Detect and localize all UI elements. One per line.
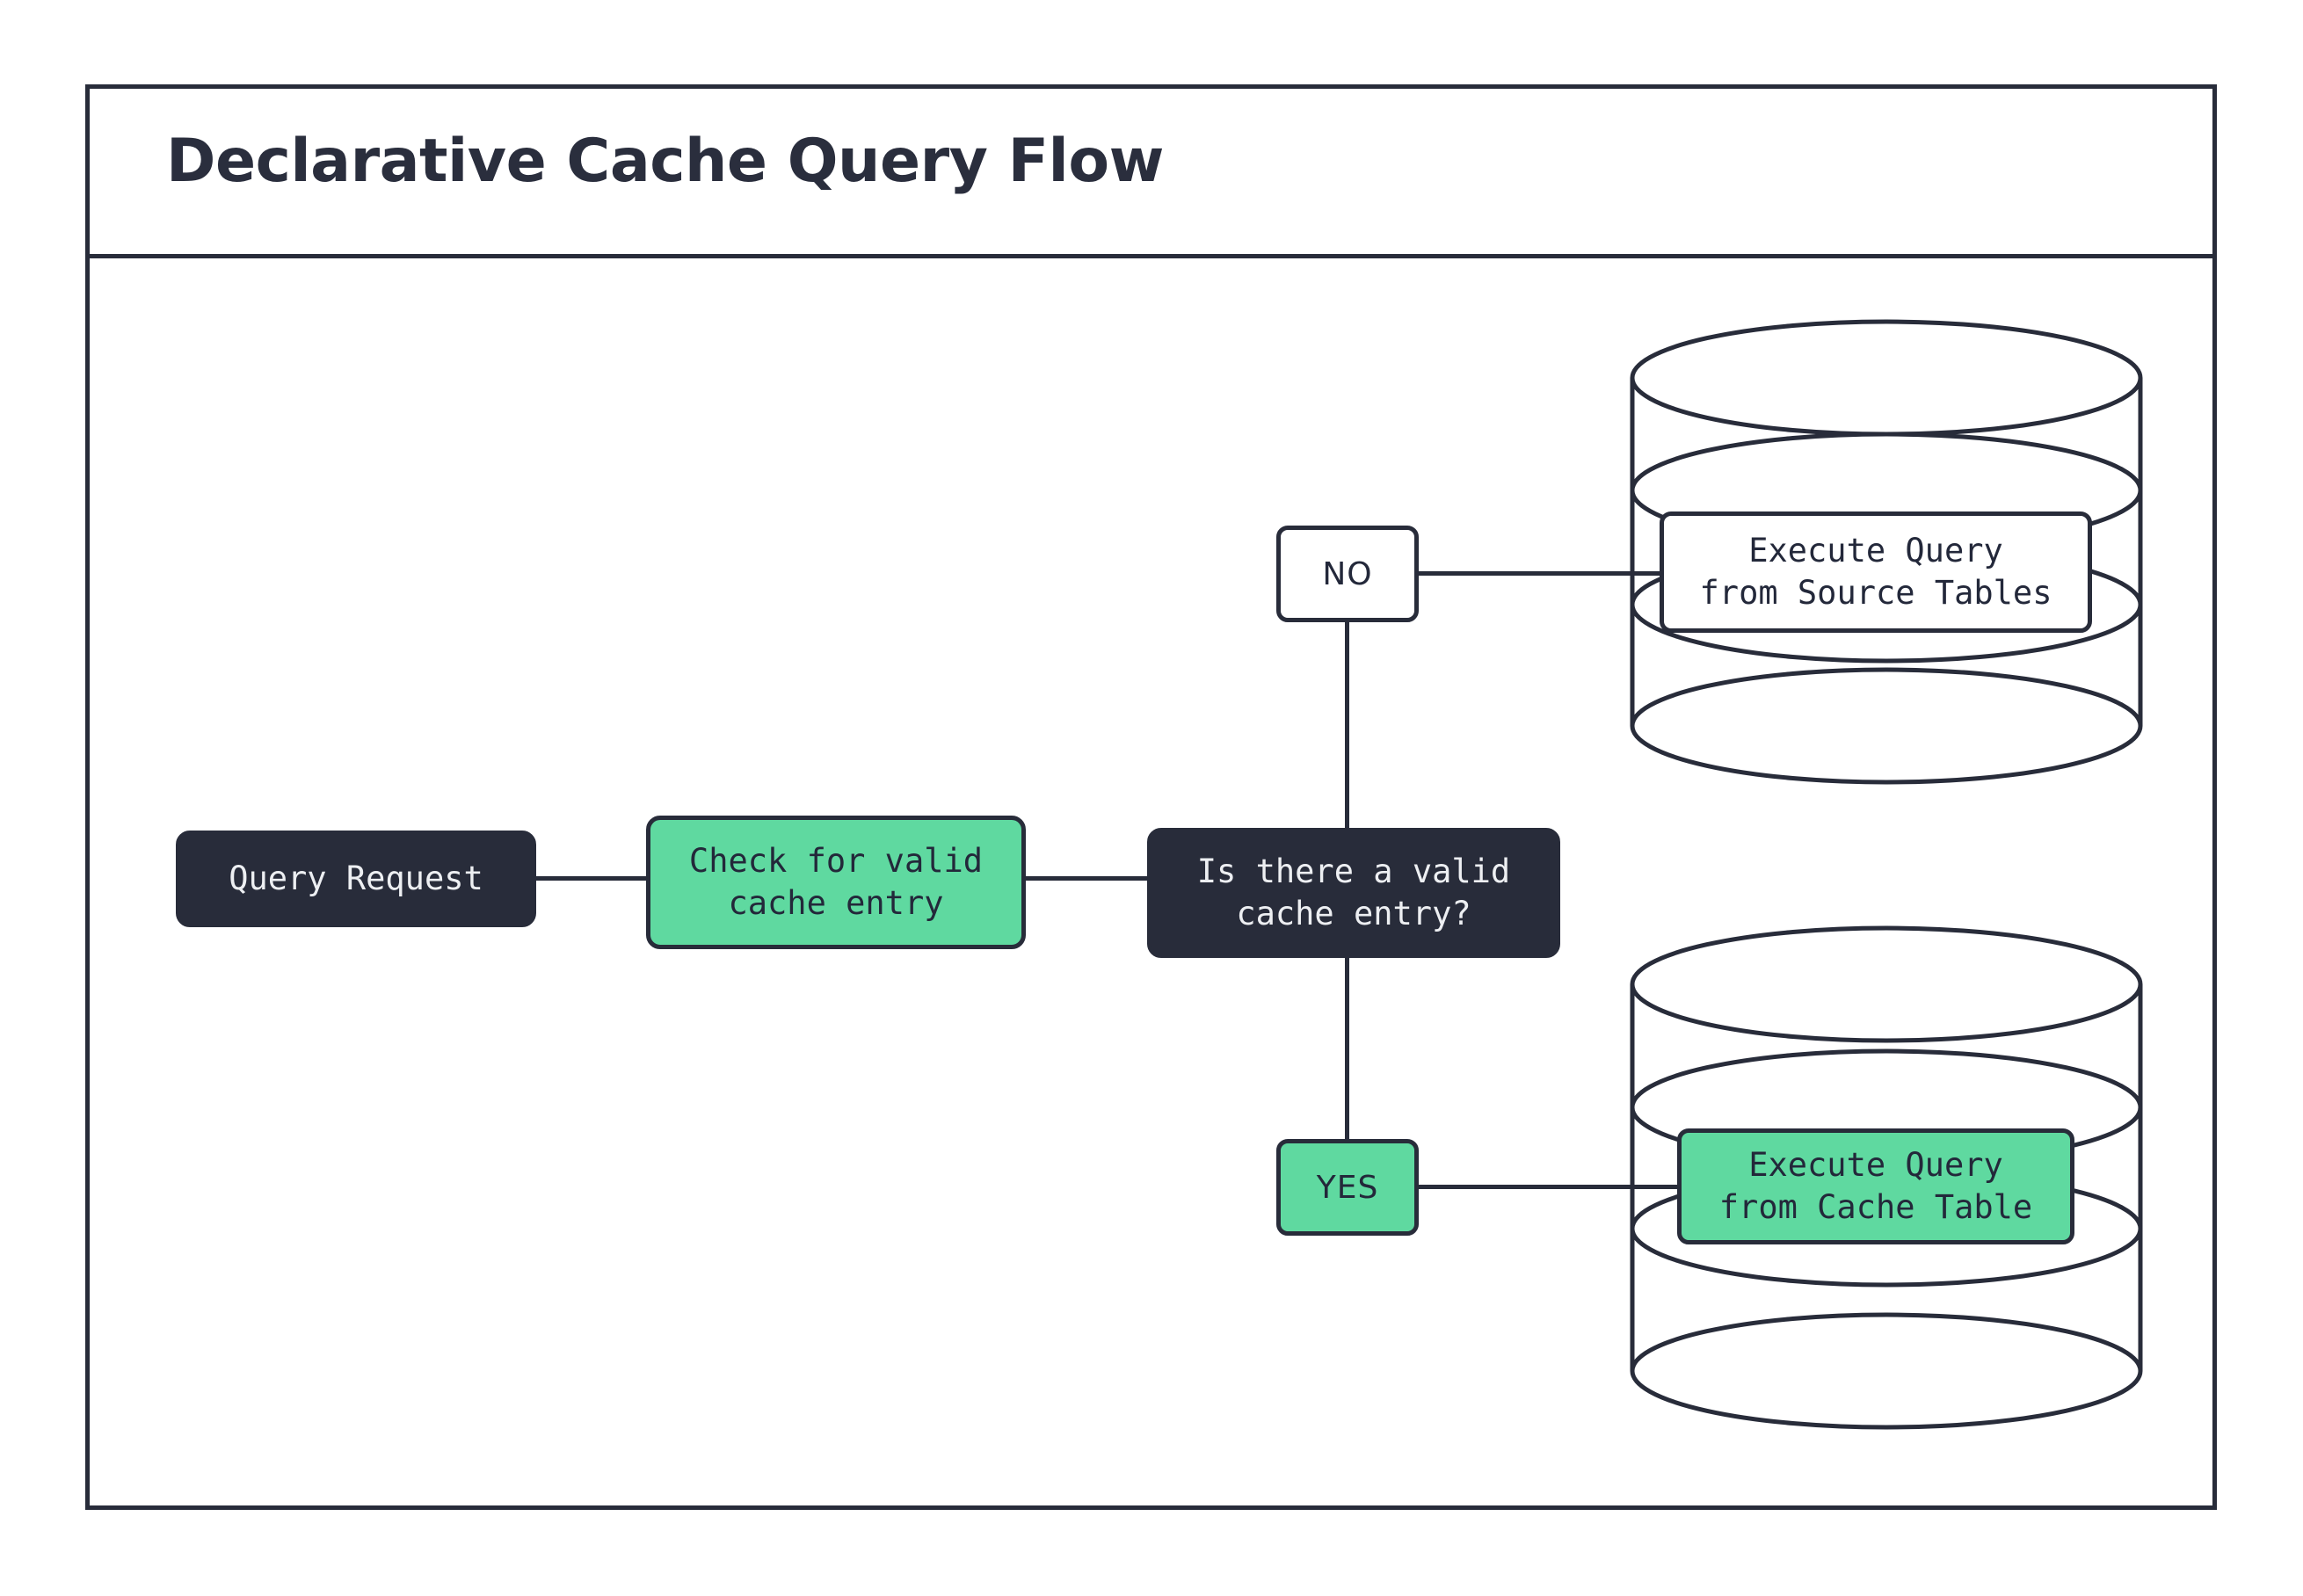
edge-decision-to-no [1345, 618, 1349, 831]
source-tables-database-cylinder [1626, 315, 2154, 807]
cache-table-label-box[interactable]: Execute Query from Cache Table [1677, 1128, 2074, 1244]
node-query-request[interactable]: Query Request [176, 831, 536, 927]
database-cylinder-icon [1630, 925, 2143, 1430]
branch-label-no[interactable]: NO [1276, 526, 1419, 622]
edge-no-to-source-db [1415, 571, 1696, 576]
source-tables-label-box[interactable]: Execute Query from Source Tables [1660, 511, 2092, 633]
edge-decision-to-yes [1345, 954, 1349, 1143]
page-title: Declarative Cache Query Flow [166, 127, 1164, 196]
node-decision-valid-cache-entry[interactable]: Is there a valid cache entry? [1147, 828, 1560, 958]
edge-check-cache-to-decision [1022, 876, 1150, 881]
edge-query-request-to-check-cache [534, 876, 649, 881]
branch-label-yes[interactable]: YES [1276, 1139, 1419, 1236]
database-cylinder-icon [1630, 319, 2143, 785]
node-check-for-valid-cache-entry[interactable]: Check for valid cache entry [646, 816, 1026, 949]
cache-table-database-cylinder [1626, 921, 2154, 1448]
title-bar: Declarative Cache Query Flow [85, 84, 2217, 258]
edge-yes-to-cache-db [1415, 1185, 1696, 1189]
